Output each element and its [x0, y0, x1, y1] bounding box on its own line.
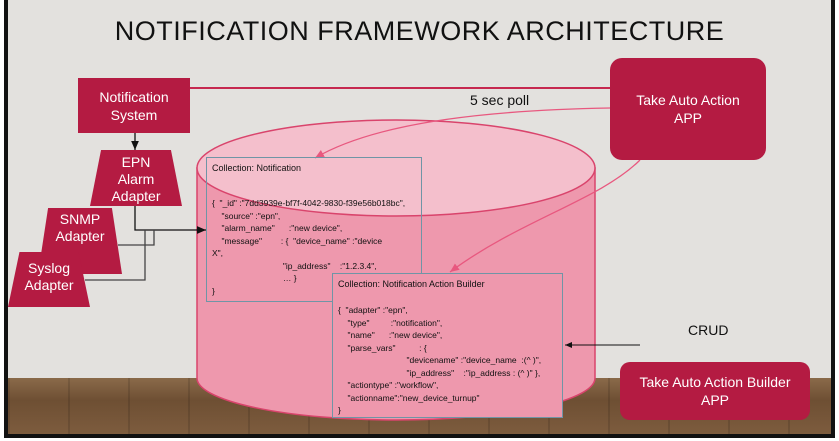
notification-system-box: Notification System [78, 78, 190, 133]
page-title: NOTIFICATION FRAMEWORK ARCHITECTURE [114, 16, 725, 46]
take-auto-action-builder-app-box: Take Auto Action Builder APP [620, 362, 810, 420]
collection-notification-body: { "_id" :"7dd3939e-bf7f-4042-9830-f39e56… [212, 198, 406, 296]
epn-to-collection-arrow [134, 205, 206, 234]
collection-notification: Collection: Notification { "_id" :"7dd39… [206, 157, 422, 302]
builder-read-arrow [449, 159, 641, 273]
poll-label: 5 sec poll [470, 92, 530, 108]
syslog-connector [85, 230, 146, 281]
crud-label: CRUD [688, 322, 729, 338]
collection-builder-title: Collection: Notification Action Builder [338, 279, 485, 289]
epn-adapter: EPN Alarm Adapter [90, 150, 182, 206]
take-auto-action-app-box: Take Auto Action APP [610, 58, 766, 160]
collection-builder-body: { "adapter" :"epn", "type" :"notificatio… [338, 305, 542, 415]
snmp-connector [118, 230, 155, 246]
collection-notification-title: Collection: Notification [212, 163, 302, 173]
collection-action-builder: Collection: Notification Action Builder … [332, 273, 563, 418]
poll-arrow [314, 107, 611, 159]
syslog-adapter: Syslog Adapter [8, 252, 90, 307]
